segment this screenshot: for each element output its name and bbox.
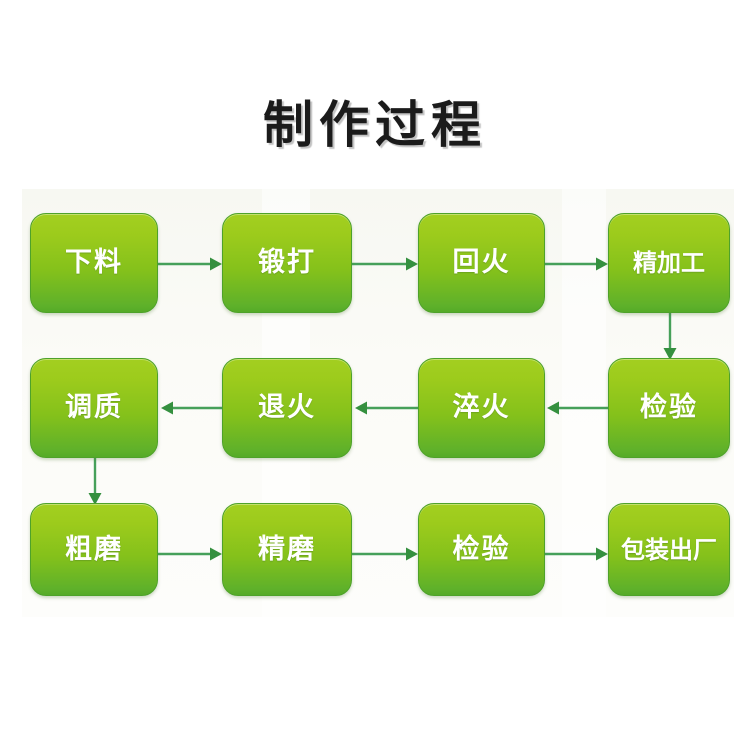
process-node-label: 退火 [258, 392, 316, 423]
process-node-label: 锻打 [258, 247, 316, 278]
process-node-tiaozhi[interactable]: 调质 [30, 358, 158, 458]
edge-jianyan-to-cuihuo [545, 398, 610, 418]
edge-cuihuo-to-tuihuo [352, 398, 420, 418]
process-node-huihuo[interactable]: 回火 [418, 213, 545, 313]
process-node-label: 调质 [65, 392, 123, 423]
process-node-label: 检验 [640, 392, 698, 423]
edge-jingmo-to-jianyan2 [352, 544, 420, 564]
process-node-label: 下料 [65, 247, 123, 278]
process-node-cuihuo[interactable]: 淬火 [418, 358, 545, 458]
edge-jingjiagong-to-jianyan [660, 312, 680, 362]
process-node-label: 淬火 [452, 392, 511, 423]
process-node-duanda[interactable]: 锻打 [222, 213, 352, 313]
process-node-label: 粗磨 [65, 533, 123, 565]
edge-cumo-to-jingmo [158, 544, 224, 564]
process-node-label: 精加工 [633, 249, 705, 277]
process-node-label: 包装出厂 [621, 535, 717, 564]
process-node-label: 精磨 [258, 533, 316, 565]
process-node-jingmo[interactable]: 精磨 [222, 503, 352, 596]
process-node-label: 检验 [452, 533, 511, 565]
edge-huihuo-to-jingjiagong [545, 254, 610, 274]
edge-jianyan2-to-baozhuangchuchang [545, 544, 610, 564]
page-title: 制作过程 [263, 97, 487, 153]
process-node-tuihuo[interactable]: 退火 [222, 358, 352, 458]
process-node-jingjiagong[interactable]: 精加工 [608, 213, 730, 313]
process-node-xialiao[interactable]: 下料 [30, 213, 158, 313]
process-node-jianyan-2[interactable]: 检验 [418, 503, 545, 596]
edge-xialiao-to-duanda [158, 254, 224, 274]
edge-duanda-to-huihuo [352, 254, 420, 274]
edge-tiaozhi-to-cumo [85, 457, 105, 507]
edge-tuihuo-to-tiaozhi [158, 398, 224, 418]
process-node-label: 回火 [452, 247, 511, 278]
process-node-baozhuangchuchang[interactable]: 包装出厂 [608, 503, 730, 596]
process-node-jianyan-1[interactable]: 检验 [608, 358, 730, 458]
process-node-cumo[interactable]: 粗磨 [30, 503, 158, 596]
